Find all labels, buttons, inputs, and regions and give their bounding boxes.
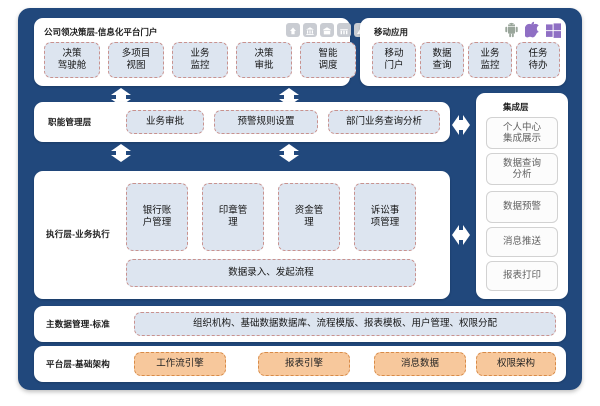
master-data-layer-label: 主数据管理-标准 — [46, 319, 110, 329]
execution-chip-3[interactable]: 诉讼事项管理 — [354, 183, 416, 251]
integration-chip-0-label: 个人中心集成展示 — [502, 121, 541, 144]
mobile-chip-2[interactable]: 业务监控 — [468, 42, 512, 78]
mobile-chip-2-label: 业务监控 — [480, 48, 500, 71]
integration-chip-0[interactable]: 个人中心集成展示 — [486, 117, 558, 149]
bank-icon — [303, 23, 317, 37]
integration-chip-4-label: 报表打印 — [502, 270, 541, 282]
execution-chip-2[interactable]: 资金管理 — [278, 183, 340, 251]
arrow-updown-2 — [276, 88, 302, 106]
function-layer-panel: 职能管理层 业务审批 预警规则设置 部门业务查询分析 — [34, 102, 450, 142]
integration-chip-3[interactable]: 消息推送 — [486, 227, 558, 257]
arrow-leftright-2 — [452, 222, 470, 248]
integration-chip-1-label: 数据查询分析 — [502, 157, 541, 180]
function-chip-0[interactable]: 业务审批 — [126, 110, 204, 134]
function-chip-1-label: 预警规则设置 — [237, 116, 295, 128]
decision-chip-4-label: 智能调度 — [318, 48, 338, 71]
integration-chip-4[interactable]: 报表打印 — [486, 261, 558, 291]
platform-layer-label: 平台层-基础架构 — [46, 359, 110, 369]
function-chip-0-label: 业务审批 — [145, 116, 184, 128]
execution-chip-1-label: 印章管理 — [218, 205, 248, 228]
mobile-chip-1-label: 数据查询 — [432, 48, 452, 71]
factory-icon — [337, 23, 351, 37]
office-icon — [320, 23, 334, 37]
platform-chip-2-label: 消息数据 — [400, 358, 439, 370]
function-layer-label: 职能管理层 — [48, 117, 92, 127]
decision-chip-4[interactable]: 智能调度 — [300, 42, 356, 78]
decision-layer-panel: 公司领决策层-信息化平台门户 决策驾驶舱 多项目视图 — [34, 18, 368, 86]
master-data-layer-panel: 主数据管理-标准 组织机构、基础数据数据库、流程模版、报表模板、用户管理、权限分… — [34, 306, 566, 342]
execution-chip-3-label: 诉讼事项管理 — [370, 205, 400, 228]
execution-chip-2-label: 资金管理 — [294, 205, 324, 228]
execution-layer-label: 执行层-业务执行 — [46, 229, 110, 239]
decision-chip-1-label: 多项目视图 — [121, 48, 151, 71]
platform-chip-3-label: 权限架构 — [496, 358, 535, 370]
function-chip-1[interactable]: 预警规则设置 — [214, 110, 318, 134]
function-chip-2-label: 部门业务查询分析 — [345, 116, 422, 128]
android-icon — [504, 22, 519, 43]
integration-chip-2[interactable]: 数据预警 — [486, 191, 558, 223]
integration-chip-1[interactable]: 数据查询分析 — [486, 153, 558, 185]
decision-chip-3-label: 决策审批 — [254, 48, 274, 71]
integration-chip-2-label: 数据预警 — [502, 201, 541, 213]
mobile-chip-3-label: 任务待办 — [528, 48, 548, 71]
function-chip-2[interactable]: 部门业务查询分析 — [328, 110, 440, 134]
mobile-chip-0[interactable]: 移动门户 — [372, 42, 416, 78]
platform-chip-1[interactable]: 报表引擎 — [258, 352, 350, 376]
execution-wide-chip-label: 数据录入、发起流程 — [228, 267, 314, 279]
windows-icon — [546, 23, 561, 43]
apple-icon — [524, 21, 540, 43]
platform-chip-2[interactable]: 消息数据 — [374, 352, 466, 376]
decision-chip-3[interactable]: 决策审批 — [236, 42, 292, 78]
mobile-chip-0-label: 移动门户 — [384, 48, 404, 71]
execution-layer-panel: 执行层-业务执行 银行账户管理 印章管理 资金管理 诉讼事项管理 数据录入、发起… — [34, 171, 450, 299]
platform-layer-panel: 平台层-基础架构 工作流引擎 报表引擎 消息数据 权限架构 — [34, 346, 566, 382]
decision-chip-2[interactable]: 业务监控 — [172, 42, 228, 78]
platform-chip-1-label: 报表引擎 — [284, 358, 323, 370]
master-data-chip-label: 组织机构、基础数据数据库、流程模版、报表模板、用户管理、权限分配 — [192, 318, 497, 330]
mobile-panel-title: 移动应用 — [374, 27, 409, 37]
platform-chip-0[interactable]: 工作流引擎 — [134, 352, 226, 376]
building-icon-1 — [286, 23, 300, 37]
master-data-chip[interactable]: 组织机构、基础数据数据库、流程模版、报表模板、用户管理、权限分配 — [134, 312, 556, 336]
decision-layer-title: 公司领决策层-信息化平台门户 — [44, 27, 158, 37]
integration-layer-title: 集成层 — [503, 102, 529, 112]
mobile-chip-3[interactable]: 任务待办 — [516, 42, 560, 78]
mobile-chip-1[interactable]: 数据查询 — [420, 42, 464, 78]
platform-chip-0-label: 工作流引擎 — [156, 358, 204, 370]
mobile-app-panel: 移动应用 — [360, 18, 566, 86]
platform-chip-3[interactable]: 权限架构 — [476, 352, 556, 376]
decision-chip-2-label: 业务监控 — [190, 48, 210, 71]
decision-chip-0-label: 决策驾驶舱 — [57, 48, 87, 71]
arrow-updown-4 — [276, 144, 302, 162]
integration-chip-3-label: 消息推送 — [502, 236, 541, 248]
execution-chip-0-label: 银行账户管理 — [142, 205, 172, 228]
decision-chip-1[interactable]: 多项目视图 — [108, 42, 164, 78]
diagram-frame: 公司领决策层-信息化平台门户 决策驾驶舱 多项目视图 — [18, 8, 582, 390]
decision-chip-0[interactable]: 决策驾驶舱 — [44, 42, 100, 78]
execution-chip-1[interactable]: 印章管理 — [202, 183, 264, 251]
arrow-updown-1 — [108, 88, 134, 106]
arrow-leftright-1 — [452, 112, 470, 138]
arrow-updown-3 — [108, 144, 134, 162]
execution-wide-chip[interactable]: 数据录入、发起流程 — [126, 259, 416, 287]
execution-chip-0[interactable]: 银行账户管理 — [126, 183, 188, 251]
integration-layer-panel: 集成层 个人中心集成展示 数据查询分析 数据预警 消息推送 报表打印 — [476, 93, 568, 299]
